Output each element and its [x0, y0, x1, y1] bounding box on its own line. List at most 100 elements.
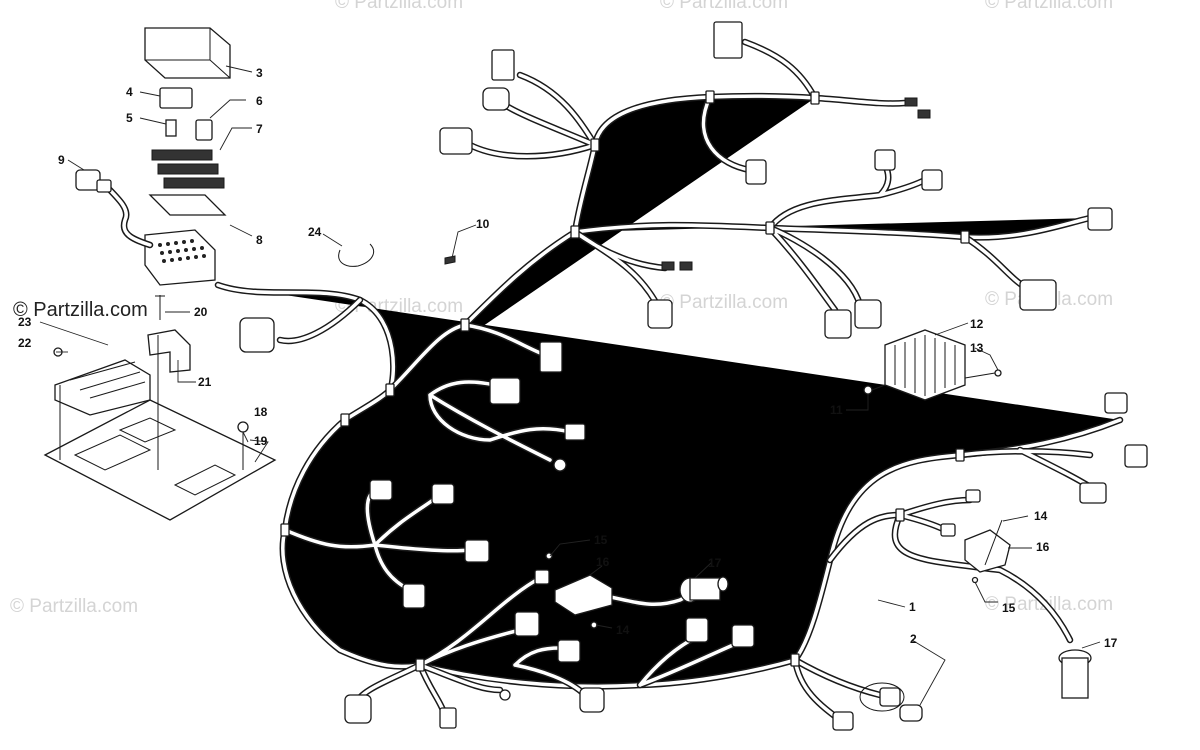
- callout-14: 14: [616, 623, 630, 637]
- splice-band: [280, 523, 290, 537]
- connector: [491, 49, 515, 81]
- callout-1: 1: [909, 600, 916, 614]
- mounting-plate-guides: [59, 335, 244, 470]
- connector: [921, 169, 943, 191]
- callout-21: 21: [198, 375, 212, 389]
- splice-band: [895, 508, 905, 522]
- callout-10: 10: [476, 217, 490, 231]
- connector: [239, 317, 275, 353]
- splice-band: [590, 138, 600, 152]
- mounting-plate: [43, 399, 277, 521]
- callout-23: 23: [18, 315, 32, 329]
- voltage-regulator: [863, 329, 1002, 401]
- bulb: [899, 704, 923, 722]
- regulator-leads: [871, 372, 996, 391]
- relay: [159, 87, 193, 109]
- screw: [155, 295, 165, 320]
- regulator-screw: [863, 385, 873, 395]
- connector: [1124, 444, 1148, 468]
- callout-19: 19: [254, 434, 268, 448]
- callouts: 3 4 5 6 7 8 9 10 24 20 21 22 23 18 19 12…: [18, 66, 1118, 650]
- connector: [369, 479, 393, 501]
- connector: [489, 377, 521, 405]
- connector: [482, 87, 510, 111]
- callout-8: 8: [256, 233, 263, 247]
- splice-band: [385, 383, 395, 397]
- callout-12: 12: [970, 317, 984, 331]
- callout-13: 13: [970, 341, 984, 355]
- fuse-box-cover-edge: [145, 28, 231, 79]
- callout-15: 15: [594, 533, 608, 547]
- mounting-bracket: [147, 329, 191, 373]
- connector: [965, 489, 981, 503]
- ring-terminal: [499, 689, 511, 701]
- bulb-assembly: [859, 682, 923, 722]
- splice-band: [340, 413, 350, 427]
- brand-watermark: © Partzilla.com: [13, 299, 148, 321]
- callout-5: 5: [126, 111, 133, 125]
- bracket-screw: [984, 519, 1003, 566]
- connector: [1079, 482, 1107, 504]
- cable-clamp: [338, 243, 374, 267]
- splice-band: [705, 90, 715, 104]
- callout-7: 7: [256, 122, 263, 136]
- callout-17: 17: [708, 556, 722, 570]
- voltage-regulator-fins: [894, 335, 956, 396]
- connector: [824, 309, 852, 339]
- callout-16: 16: [596, 555, 610, 569]
- splice-band: [415, 658, 425, 672]
- power-outlet-body: [1061, 657, 1089, 699]
- connector: [344, 694, 372, 724]
- callout-14: 14: [1034, 509, 1048, 523]
- callout-22: 22: [18, 336, 32, 350]
- wiring-harness: [214, 21, 1148, 731]
- fuse-row: [163, 177, 225, 189]
- callout-24: 24: [308, 225, 322, 239]
- connector: [731, 624, 755, 648]
- callout-16: 16: [1036, 540, 1050, 554]
- rivet: [237, 421, 249, 433]
- bulb-ring: [859, 682, 905, 712]
- connector: [874, 149, 896, 171]
- callout-2: 2: [910, 632, 917, 646]
- watermark-1: © Partzilla.com: [10, 596, 138, 617]
- callout-11: 11: [830, 403, 843, 417]
- terminal: [679, 261, 693, 271]
- connector: [832, 711, 854, 731]
- connector: [713, 21, 743, 59]
- connector: [579, 687, 605, 713]
- pigtail-connector-head: [96, 179, 112, 193]
- watermark-10: © Partzilla.com: [985, 0, 1113, 13]
- connector: [534, 569, 550, 585]
- ring-terminal: [553, 458, 567, 472]
- connector: [557, 639, 581, 663]
- callout-9: 9: [58, 153, 65, 167]
- splice-band: [810, 91, 820, 105]
- callout-15: 15: [1002, 601, 1016, 615]
- connector: [854, 299, 882, 329]
- watermark-9: © Partzilla.com: [660, 0, 788, 13]
- connector: [745, 159, 767, 185]
- connector: [564, 423, 586, 441]
- connector: [464, 539, 490, 563]
- micro-relay: [195, 119, 213, 141]
- watermark-8: © Partzilla.com: [335, 0, 463, 13]
- splice-band: [955, 448, 965, 462]
- callout-17: 17: [1104, 636, 1118, 650]
- control-module-fins: [69, 361, 146, 399]
- splice-band: [570, 225, 580, 239]
- fuse-box-assembly: [43, 27, 277, 521]
- callout-3: 3: [256, 66, 263, 80]
- connector: [647, 299, 673, 329]
- fuse-box-gasket: [148, 194, 227, 216]
- splice-band: [790, 653, 800, 667]
- callout-6: 6: [256, 94, 263, 108]
- connector: [1087, 207, 1113, 231]
- fuse-box-holes: [158, 239, 206, 263]
- connector: [1019, 279, 1057, 311]
- connector: [1104, 392, 1128, 414]
- plug-bracket: [964, 529, 1011, 573]
- splice-band: [960, 230, 970, 244]
- connector: [439, 127, 473, 155]
